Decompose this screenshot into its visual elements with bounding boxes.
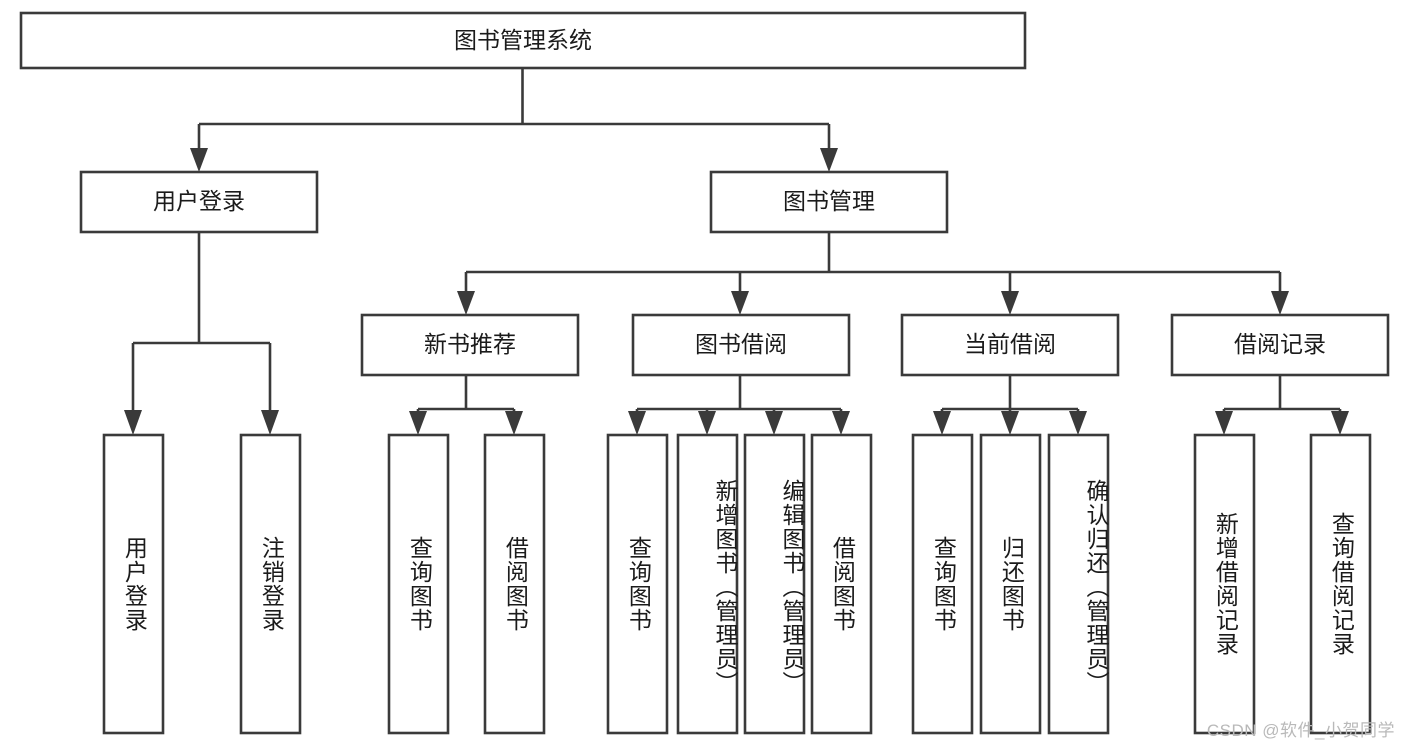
node-root-label: 图书管理系统 (454, 27, 592, 53)
arrow-to-book-mgmt (820, 148, 838, 172)
leaf-box-return-book[interactable] (979, 433, 1042, 735)
connector-layer (124, 68, 1349, 435)
arrow-to-leaf-user-login (124, 410, 142, 435)
node-current-borrow-box[interactable] (900, 313, 1120, 377)
node-root-box[interactable] (19, 11, 1027, 70)
node-user-login[interactable]: 用户登录 (79, 170, 319, 234)
leaf-boxes-layer (102, 433, 1372, 735)
leaf-box-user-login[interactable] (102, 433, 165, 735)
arrow-newbook-leaf-1 (409, 411, 427, 435)
arrow-to-current-borrow (1001, 291, 1019, 315)
csdn-watermark: CSDN @软件_小贺同学 (1206, 721, 1395, 740)
arrow-bookborrow-leaf-3 (765, 411, 783, 435)
node-book-management-label: 图书管理 (783, 188, 875, 214)
arrow-to-user-login (190, 148, 208, 172)
node-book-management[interactable]: 图书管理 (709, 170, 949, 234)
node-book-borrow-box[interactable] (631, 313, 851, 377)
node-book-borrow-label: 图书借阅 (695, 331, 787, 357)
node-current-borrow-label: 当前借阅 (964, 331, 1056, 357)
leaf-box-edit-book-admin[interactable] (743, 433, 806, 735)
arrow-to-book-borrow (731, 291, 749, 315)
arrow-borrowrecord-leaf-1 (1215, 411, 1233, 435)
arrow-bookborrow-leaf-1 (628, 411, 646, 435)
node-book-borrow[interactable]: 图书借阅 (631, 313, 851, 377)
leaf-box-borrow-book[interactable] (810, 433, 873, 735)
arrow-to-leaf-logout (261, 410, 279, 435)
node-new-book-recommend-box[interactable] (360, 313, 580, 377)
arrow-bookborrow-leaf-2 (698, 411, 716, 435)
leaf-box-query-book-borrow[interactable] (606, 433, 669, 735)
leaf-box-confirm-return-admin[interactable] (1047, 433, 1110, 735)
leaf-box-logout[interactable] (239, 433, 302, 735)
arrow-bookborrow-leaf-4 (832, 411, 850, 435)
arrow-to-borrow-record (1271, 291, 1289, 315)
arrow-currentborrow-leaf-1 (933, 411, 951, 435)
node-borrow-record-box[interactable] (1170, 313, 1390, 377)
arrow-newbook-leaf-2 (505, 411, 523, 435)
leaf-box-borrow-book-newbook[interactable] (483, 433, 546, 735)
node-book-management-box[interactable] (709, 170, 949, 234)
node-new-book-recommend[interactable]: 新书推荐 (360, 313, 580, 377)
arrow-borrowrecord-leaf-2 (1331, 411, 1349, 435)
leaf-box-add-borrow-record[interactable] (1193, 433, 1256, 735)
node-current-borrow[interactable]: 当前借阅 (900, 313, 1120, 377)
leaf-box-query-borrow-record[interactable] (1309, 433, 1372, 735)
leaf-box-add-book-admin[interactable] (676, 433, 739, 735)
arrow-currentborrow-leaf-2 (1001, 411, 1019, 435)
node-root[interactable]: 图书管理系统 (19, 11, 1027, 70)
arrow-to-new-book-recommend (457, 291, 475, 315)
node-user-login-label: 用户登录 (153, 188, 245, 214)
node-new-book-recommend-label: 新书推荐 (424, 331, 516, 357)
arrow-currentborrow-leaf-3 (1069, 411, 1087, 435)
leaf-box-query-book-current[interactable] (911, 433, 974, 735)
node-borrow-record-label: 借阅记录 (1234, 331, 1326, 357)
node-borrow-record[interactable]: 借阅记录 (1170, 313, 1390, 377)
node-user-login-box[interactable] (79, 170, 319, 234)
leaf-box-query-book-newbook[interactable] (387, 433, 450, 735)
